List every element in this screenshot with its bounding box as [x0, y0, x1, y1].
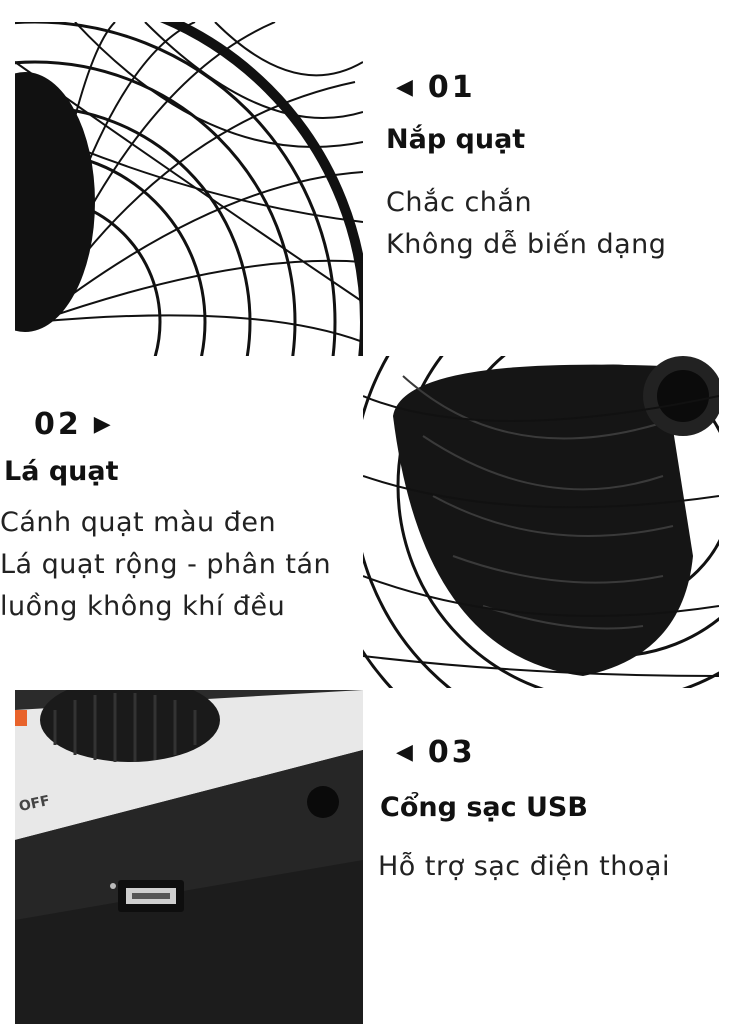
desc-line: Hỗ trợ sạc điện thoại [378, 851, 670, 882]
section-number-01: ◀ 01 [396, 70, 476, 105]
usb-port-photo: OFF [15, 690, 363, 1024]
section-desc-03: Hỗ trợ sạc điện thoại [378, 846, 670, 888]
section-number-label: 02 [34, 407, 82, 442]
section-desc-02: Cánh quạt màu đen Lá quạt rộng - phân tá… [0, 502, 331, 628]
fan-blade-photo [363, 356, 719, 688]
section-title-02: Lá quạt [4, 456, 119, 487]
desc-line: Chắc chắn [386, 187, 533, 218]
section-number-label: 03 [427, 735, 476, 770]
arrow-left-icon: ◀ [396, 74, 416, 100]
section-title-01: Nắp quạt [386, 124, 526, 155]
section-number-02: 02 ▶ [34, 407, 114, 442]
arrow-left-icon: ◀ [396, 739, 416, 765]
desc-line: Lá quạt rộng - phân tán [0, 549, 332, 580]
section-number-label: 01 [427, 70, 476, 105]
section-desc-01: Chắc chắn Không dễ biến dạng [386, 182, 666, 266]
arrow-right-icon: ▶ [93, 411, 114, 437]
section-title-03: Cổng sạc USB [380, 792, 588, 823]
section-number-03: ◀ 03 [396, 735, 476, 770]
desc-line: Không dễ biến dạng [386, 229, 667, 260]
desc-line: luồng không khí đều [0, 591, 286, 622]
fan-grille-photo [15, 22, 363, 356]
desc-line: Cánh quạt màu đen [0, 507, 277, 538]
